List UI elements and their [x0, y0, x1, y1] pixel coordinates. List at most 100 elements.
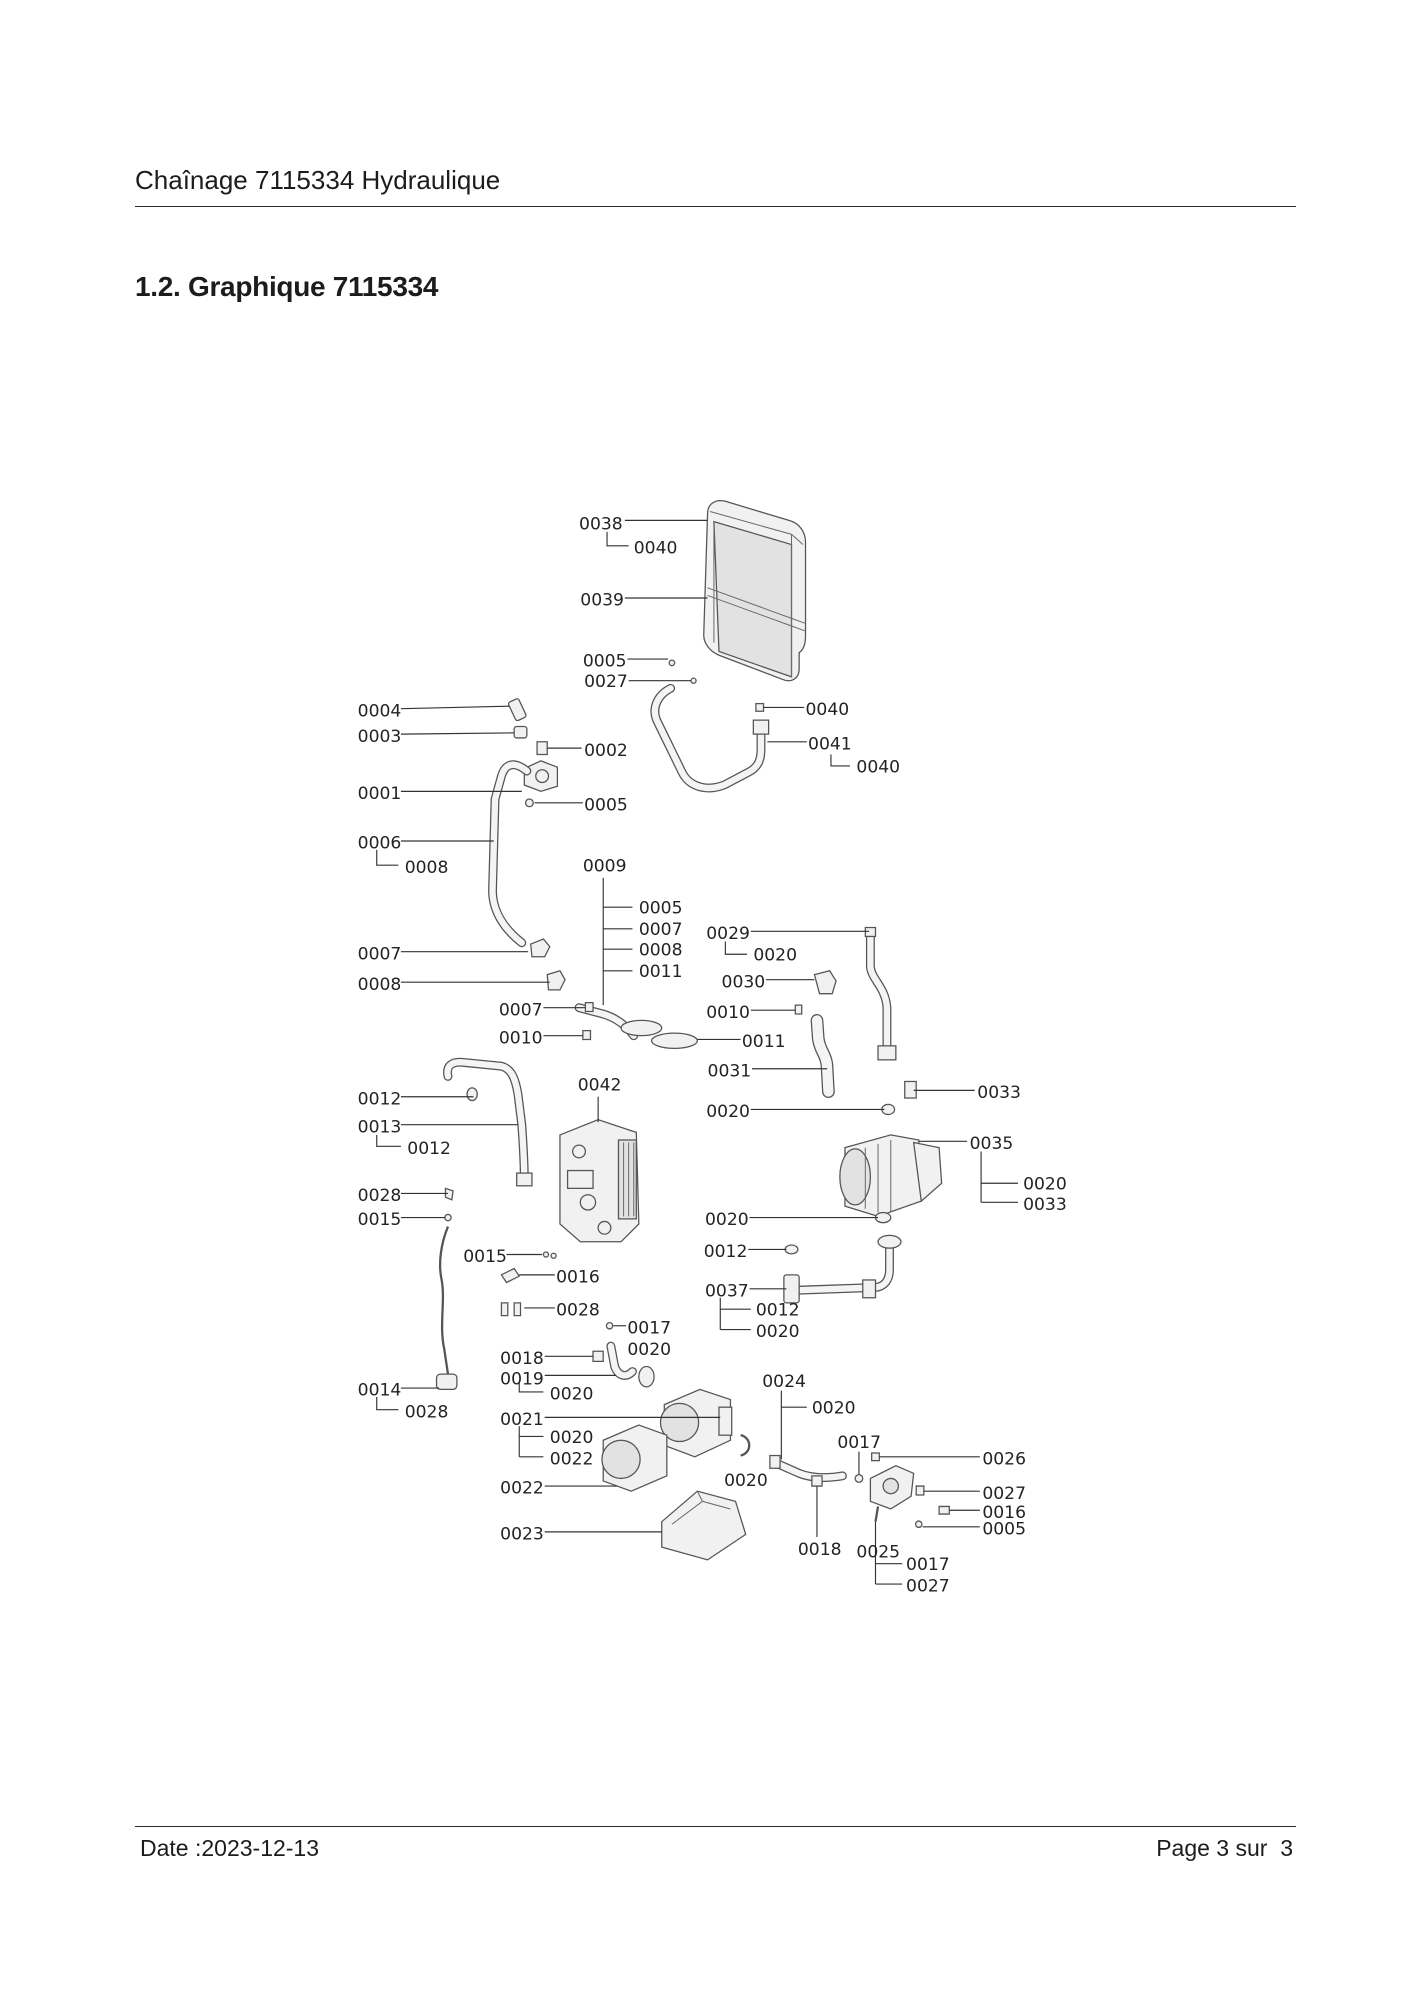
part-label: 0020	[706, 1102, 750, 1122]
expansion-vessel	[703, 500, 807, 682]
small-gasket	[755, 702, 765, 712]
part-label: 0008	[405, 858, 449, 878]
pipe-0013	[443, 1057, 533, 1187]
part-label: 0008	[639, 941, 683, 961]
part-label: 0016	[982, 1503, 1026, 1523]
leader-line	[376, 849, 399, 866]
hydraulic-block-0042	[559, 1118, 640, 1243]
part-label: 0041	[808, 734, 852, 754]
part-label: 0012	[358, 1089, 402, 1109]
leader-line	[376, 1134, 401, 1147]
clip-0016	[938, 1505, 950, 1515]
part-label: 0037	[705, 1281, 749, 1301]
part-label: 0038	[579, 514, 623, 534]
part-label: 0028	[556, 1301, 600, 1321]
part-label: 0024	[762, 1372, 806, 1392]
vessel-front-face	[713, 520, 793, 678]
part-label: 0027	[982, 1484, 1026, 1504]
part-label: 0003	[358, 727, 402, 747]
part-label: 0018	[798, 1540, 842, 1560]
part-label: 0005	[584, 795, 628, 815]
o-ring	[620, 1019, 663, 1037]
part-label: 0005	[583, 652, 627, 672]
part-label: 0025	[856, 1542, 900, 1562]
part-label: 0029	[706, 924, 750, 944]
pipe-0019-inner	[607, 1342, 636, 1379]
part-label: 0020	[1023, 1175, 1067, 1195]
part-label: 0042	[578, 1075, 622, 1095]
part-label: 0020	[627, 1340, 671, 1360]
clip-0020	[740, 1434, 751, 1457]
lower-left-small-parts	[500, 1251, 655, 1388]
clip-0018	[811, 1475, 823, 1487]
ring-0020	[638, 1365, 655, 1388]
part-label: 0027	[906, 1577, 950, 1597]
part-label: 0021	[500, 1410, 544, 1430]
part-label: 0022	[550, 1449, 594, 1469]
tray-edges	[671, 1490, 731, 1525]
ring-0012	[466, 1087, 478, 1102]
part-label: 0040	[856, 757, 900, 777]
leader-line	[780, 1390, 807, 1460]
part-label: 0019	[500, 1369, 544, 1389]
part-label: 0002	[584, 741, 628, 761]
clip-0007	[530, 938, 551, 958]
clip-0018	[592, 1350, 604, 1363]
hose-inner	[651, 685, 765, 792]
part-label: 0017	[837, 1433, 881, 1453]
seal-0010	[582, 1029, 592, 1041]
part-label: 0035	[970, 1134, 1014, 1154]
pump-head-port	[718, 1406, 733, 1436]
part-label: 0026	[982, 1449, 1026, 1469]
plug-0004	[507, 698, 527, 722]
leader-line	[719, 1288, 787, 1331]
footer-divider	[135, 1826, 1296, 1827]
part-label: 0005	[639, 899, 683, 919]
leader-line	[400, 732, 515, 735]
block-fins	[617, 1139, 637, 1220]
leader-line	[518, 1416, 721, 1458]
clip-0028	[444, 1187, 454, 1201]
part-label: 0004	[358, 701, 402, 721]
part-label: 0011	[742, 1032, 786, 1052]
part-label: 0013	[358, 1117, 402, 1137]
pump-volute	[912, 1141, 943, 1203]
upper-left-fittings	[507, 698, 559, 808]
pump-head-face	[601, 1439, 641, 1480]
leader-lines	[376, 519, 1018, 1585]
pump-motor-end	[839, 1148, 872, 1206]
hose-nut	[752, 719, 770, 735]
part-label: 0030	[722, 972, 766, 992]
block-port	[572, 1144, 587, 1159]
pipe-nut	[877, 1045, 897, 1061]
part-label: 0033	[1023, 1195, 1067, 1215]
leader-line	[602, 877, 633, 1006]
ring-0003	[513, 725, 528, 739]
part-label: 0020	[756, 1322, 800, 1342]
part-label: 0012	[407, 1139, 451, 1159]
leader-line	[606, 531, 629, 547]
seal-0015	[542, 1251, 550, 1258]
part-label: 0016	[556, 1268, 600, 1288]
part-label: 0028	[405, 1402, 449, 1422]
clip-0011	[650, 1032, 699, 1050]
part-label: 0020	[705, 1210, 749, 1230]
part-label: 0001	[358, 784, 402, 804]
clip-0016	[500, 1267, 521, 1284]
leader-line	[830, 754, 851, 767]
seal-0017	[605, 1321, 614, 1330]
part-label: 0017	[627, 1318, 671, 1338]
header-divider	[135, 206, 1296, 207]
part-label: 0014	[358, 1381, 402, 1401]
plug-0026	[871, 1452, 880, 1462]
part-label: 0010	[706, 1003, 750, 1023]
pipe-0037	[783, 1234, 902, 1304]
fin-lines	[623, 1142, 635, 1217]
seal-0008	[546, 970, 566, 991]
vessel-edges	[707, 510, 806, 677]
part-label: 0022	[500, 1479, 544, 1499]
part-label: 0012	[756, 1301, 800, 1321]
leader-line	[376, 1387, 440, 1411]
pipe-end	[864, 926, 877, 938]
